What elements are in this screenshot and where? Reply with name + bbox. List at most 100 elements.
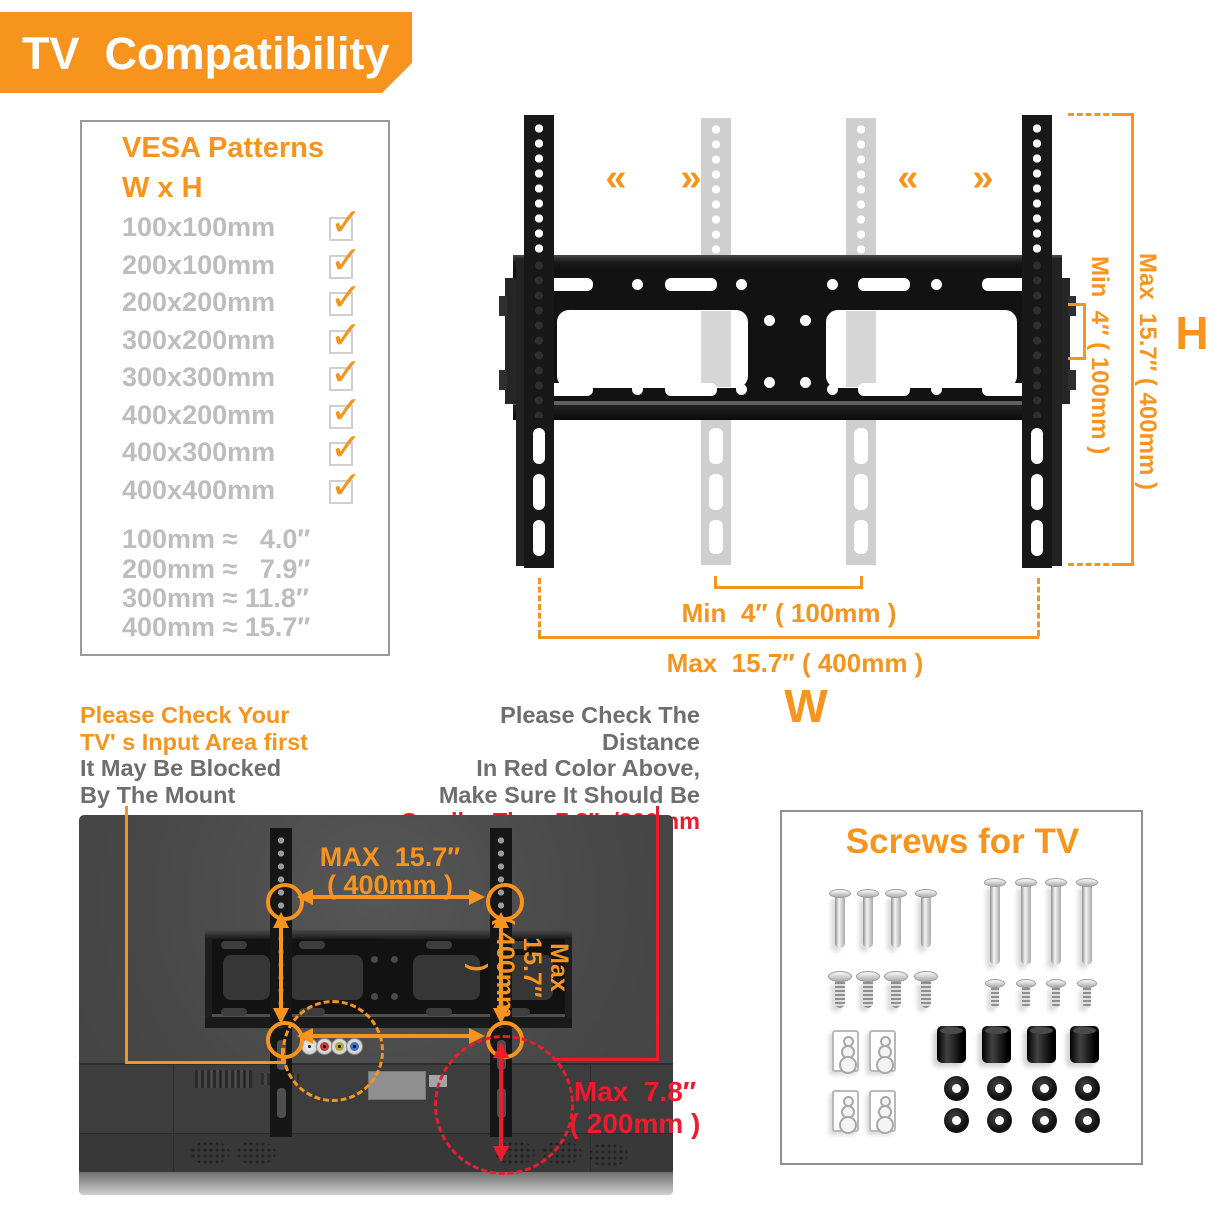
- tv-plate-hole: [391, 993, 398, 1000]
- bolt: [1046, 979, 1066, 1009]
- tv-dim-side: Max 15.7″ ( 400mm ): [464, 910, 573, 1025]
- bracket-slot: [854, 520, 868, 554]
- plate-slot: [665, 383, 717, 396]
- leader-line: [656, 806, 659, 1061]
- dim-line: [1068, 563, 1118, 566]
- tv-plate-slot: [504, 1008, 530, 1016]
- washer: [987, 1076, 1012, 1101]
- dim-line: [1131, 113, 1134, 566]
- checkbox-icon: [329, 292, 353, 316]
- tv-plate-lip: [205, 1017, 572, 1028]
- dim-arrow: [308, 895, 476, 899]
- washer: [1075, 1076, 1100, 1101]
- leader-line: [125, 806, 128, 1064]
- red-distance-circle: [434, 1035, 574, 1175]
- tv-plate-slot: [299, 941, 325, 949]
- warning-line: By The Mount: [80, 781, 236, 808]
- warning-line: Please Check The Distance: [500, 702, 700, 755]
- warning-line: TV' s Input Area first: [80, 728, 309, 755]
- washer: [944, 1076, 969, 1101]
- wall-plate-rail: [513, 255, 1062, 272]
- checkbox-icon: [329, 367, 353, 391]
- dim-bracket: [860, 576, 863, 589]
- dim-line: [538, 636, 1039, 639]
- tv-seam: [173, 1063, 174, 1172]
- bracket-slot: [709, 520, 723, 554]
- slide-arrow-icon: «: [605, 156, 627, 199]
- hole-pattern: [524, 258, 554, 418]
- vesa-title-line1: VESA Patterns: [122, 132, 324, 164]
- hole-pattern: [701, 122, 731, 258]
- bracket-slot: [854, 474, 868, 510]
- check-icon: ✓: [330, 277, 362, 319]
- red-dim-line1: Max 7.8″: [573, 1076, 697, 1107]
- plate-tab: [499, 296, 507, 316]
- bracket-slot: [533, 474, 545, 510]
- hole-pattern: [1022, 121, 1052, 255]
- tv-dim-top-line2: ( 400mm ): [326, 869, 454, 900]
- vesa-conversion: 200mm ≈ 7.9″: [122, 554, 311, 584]
- hole-pattern: [524, 121, 554, 255]
- bracket-slot: [1031, 474, 1043, 510]
- plate-hole: [736, 384, 747, 395]
- vesa-pattern: 400x400mm: [122, 475, 276, 505]
- spacer-plate: [869, 1090, 896, 1134]
- check-icon: ✓: [330, 352, 362, 394]
- spacer-cylinder: [1070, 1026, 1099, 1063]
- checkbox-icon: [329, 217, 353, 241]
- dim-label-w-min: Min 4″ ( 100mm ): [681, 597, 897, 628]
- slide-arrow-icon: »: [680, 156, 702, 199]
- bracket-slot: [709, 474, 723, 510]
- plate-slot: [858, 383, 910, 396]
- vesa-pattern: 100x100mm: [122, 212, 276, 242]
- arrowhead: [297, 889, 313, 905]
- plate-endcap: [505, 278, 517, 404]
- warning-left: Please Check Your TV' s Input Area first…: [80, 702, 410, 808]
- dim-line: [1116, 563, 1134, 566]
- slide-arrow-icon: «: [897, 156, 919, 199]
- dim-line: [1037, 578, 1040, 636]
- plate-hole: [764, 315, 775, 326]
- bar-slot: [276, 1088, 286, 1118]
- vesa-pattern: 400x300mm: [122, 437, 276, 467]
- plate-slot: [858, 278, 910, 291]
- spacer-cylinder: [1027, 1026, 1056, 1063]
- spacer-cylinder: [982, 1026, 1011, 1063]
- plate-hole: [931, 279, 942, 290]
- vesa-pattern: 200x100mm: [122, 250, 276, 280]
- tv-bottom-edge: [79, 1172, 673, 1195]
- dim-bracket: [714, 586, 863, 589]
- checkbox-icon: [329, 255, 353, 279]
- hole-pattern: [1022, 258, 1052, 418]
- washer: [1032, 1076, 1057, 1101]
- vesa-conversion: 400mm ≈ 15.7″: [122, 612, 311, 642]
- slide-arrow-icon: »: [972, 156, 994, 199]
- banner-title: TV Compatibility: [22, 28, 390, 79]
- leader-line: [281, 1048, 284, 1064]
- plate-hole: [764, 377, 775, 388]
- warning-line: In Red Color Above,: [476, 755, 700, 781]
- banner: [0, 12, 412, 93]
- tv-dim-top-line1: MAX 15.7″: [319, 841, 461, 872]
- spacer-cylinder: [937, 1026, 966, 1063]
- vesa-title-line2: W x H: [122, 172, 203, 204]
- tv-plate-rail: [205, 930, 572, 939]
- plate-hole: [827, 384, 838, 395]
- dim-label-h-min: Min 4″ ( 100mm ): [1086, 256, 1113, 455]
- plate-hole: [827, 279, 838, 290]
- screw-long: [984, 878, 1006, 966]
- screw-short: [856, 971, 880, 1009]
- plate-hole: [736, 279, 747, 290]
- bracket-slot: [1031, 520, 1043, 556]
- dim-bracket: [1068, 357, 1084, 360]
- plate-hole: [632, 279, 643, 290]
- hole-pattern: [846, 122, 876, 258]
- washer: [1032, 1108, 1057, 1133]
- tv-plate-endcap: [565, 939, 572, 1017]
- vesa-pattern: 400x200mm: [122, 400, 276, 430]
- vesa-pattern: 300x300mm: [122, 362, 276, 392]
- bracket-slot: [1031, 428, 1043, 464]
- bolt: [1016, 979, 1036, 1009]
- bracket-slot: [533, 520, 545, 556]
- plate-tab: [499, 370, 507, 390]
